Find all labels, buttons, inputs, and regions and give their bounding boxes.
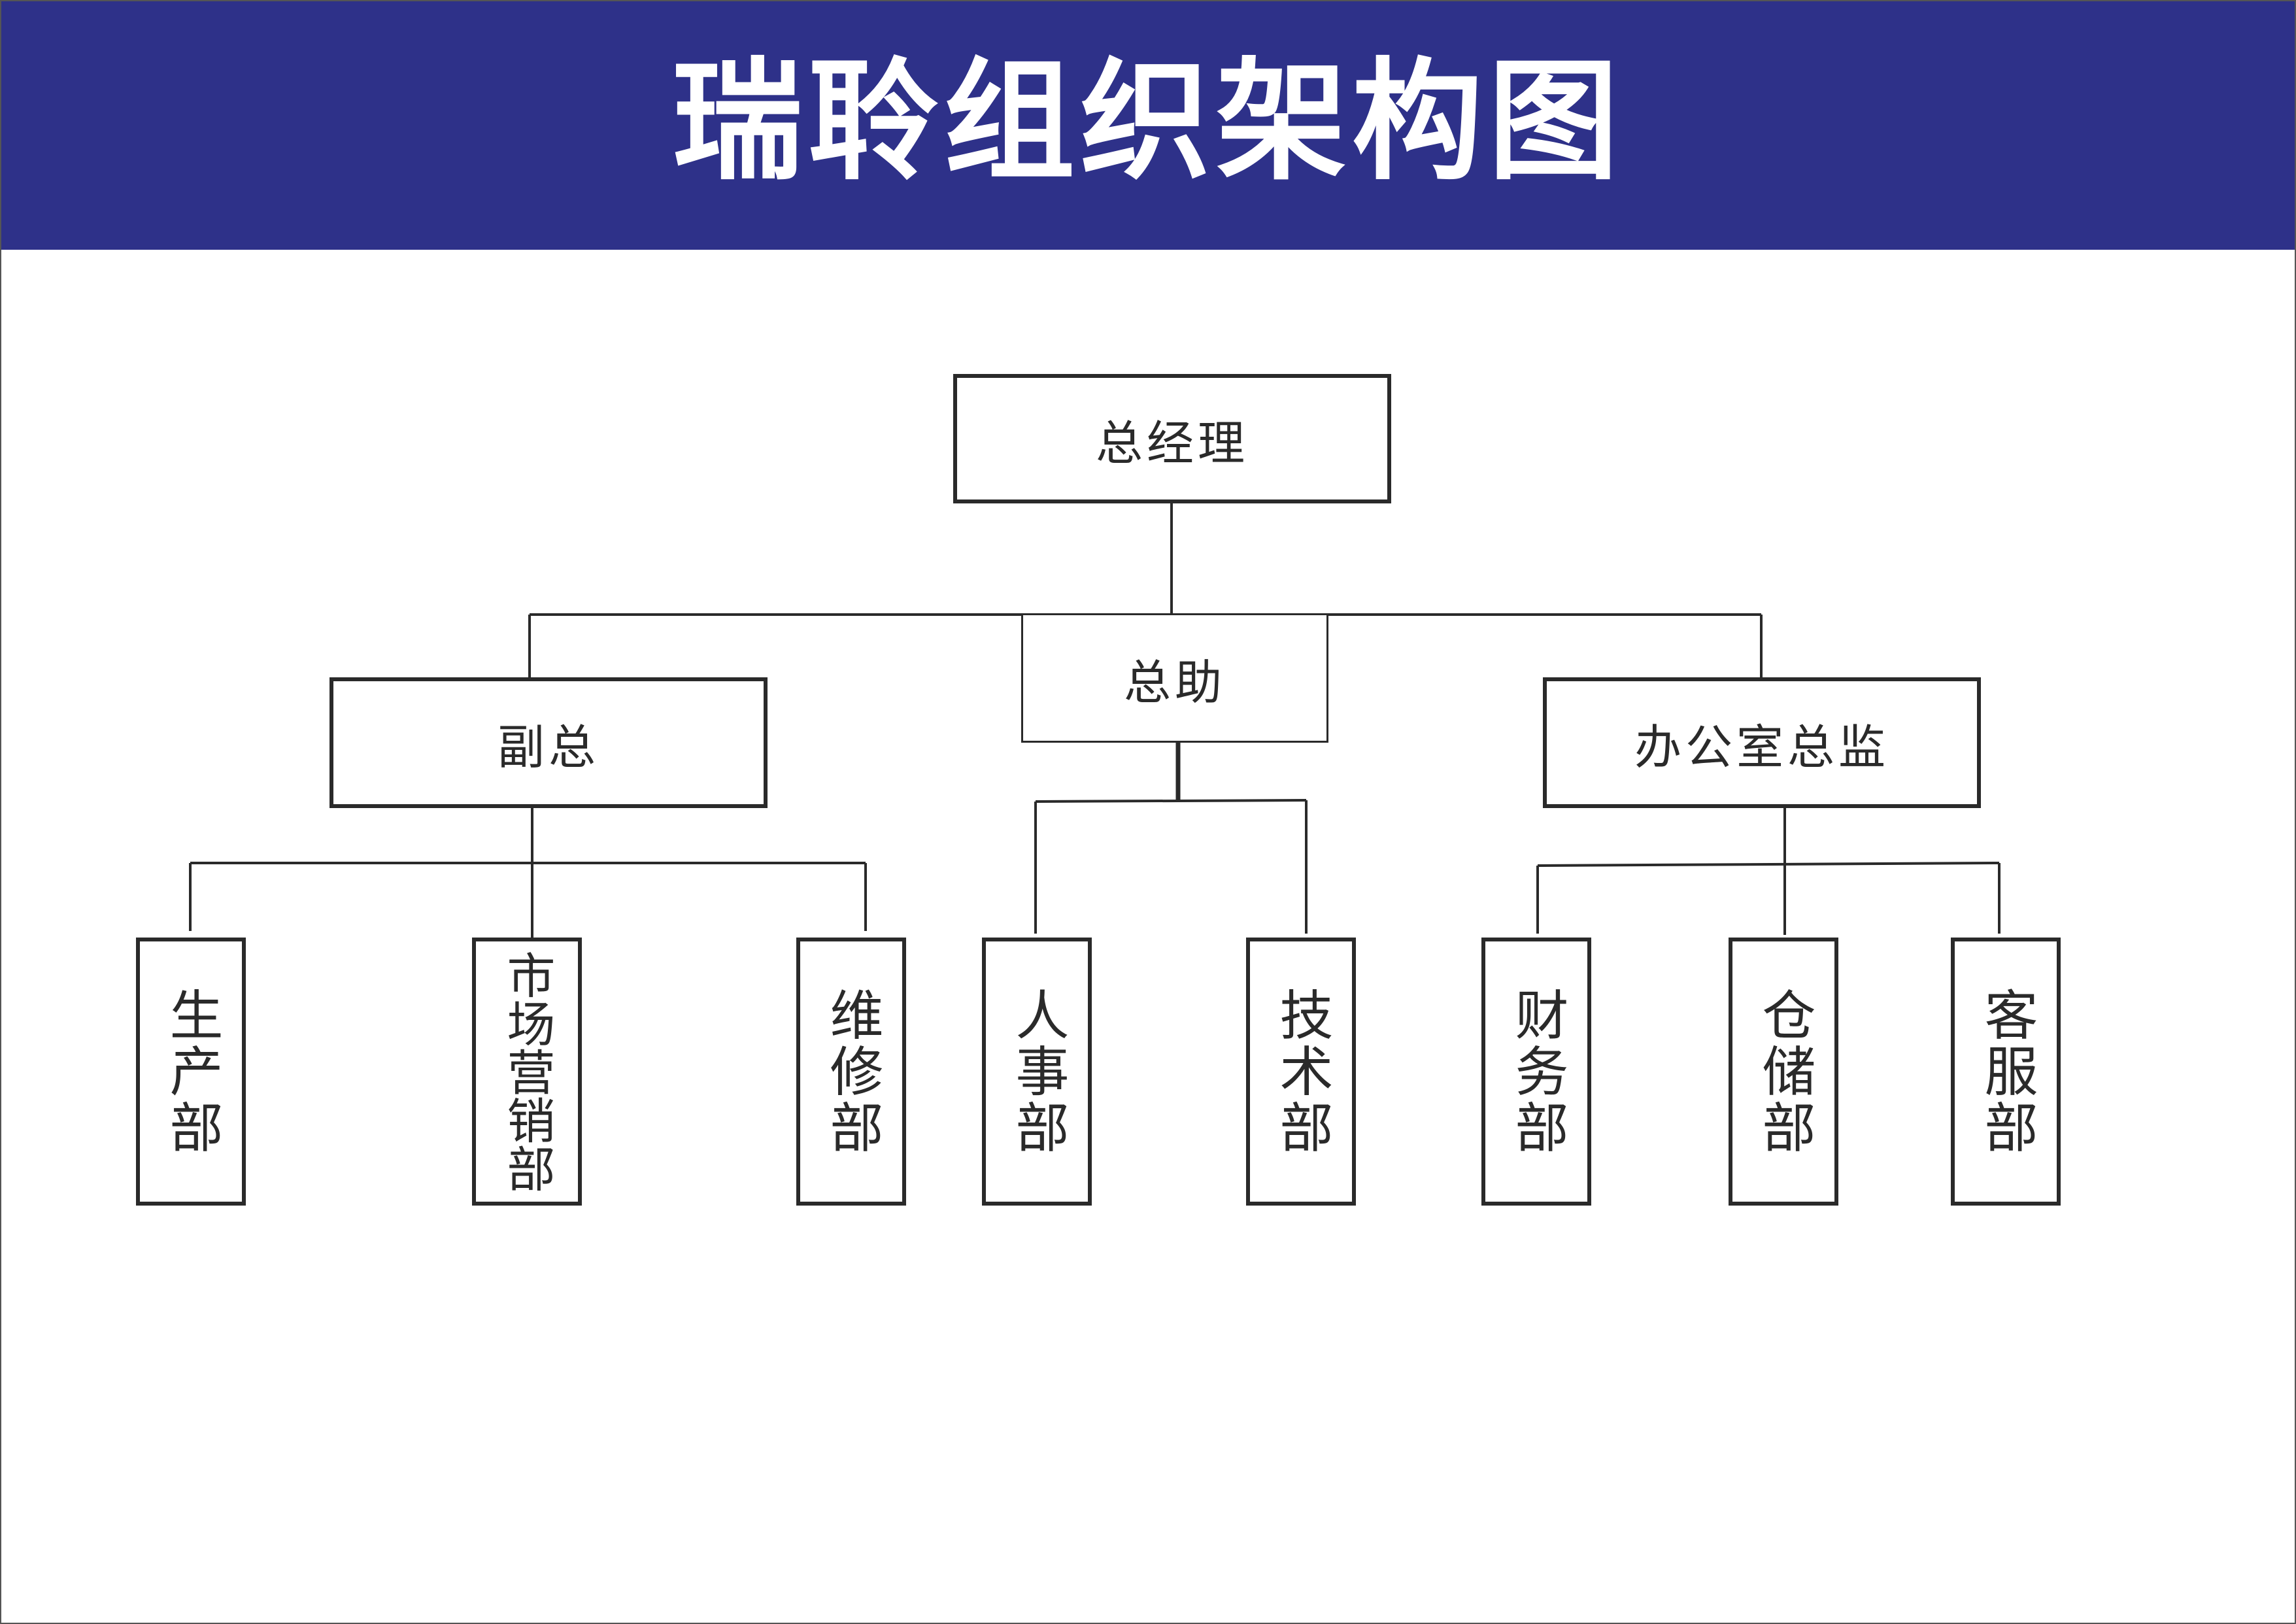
connector-asst-bar (1035, 799, 1307, 803)
node-dept-hr: 人事部 (982, 938, 1092, 1206)
node-dept-storage: 仓储部 (1729, 938, 1838, 1206)
node-label: 总助 (1123, 654, 1226, 710)
page-title: 瑞聆组织架构图 (671, 46, 1624, 198)
title-banner: 瑞聆组织架构图 (1, 1, 2295, 250)
node-dept-finance: 财务部 (1481, 938, 1591, 1206)
node-dept-repair: 维修部 (796, 938, 906, 1206)
node-assistant-gm: 总助 (1021, 613, 1328, 743)
node-label: 总经理 (1095, 415, 1249, 471)
connector-dir-bar (1537, 862, 2000, 867)
node-label: 办公室总监 (1634, 719, 1889, 775)
node-label: 维修部 (820, 987, 883, 1156)
node-dept-tech: 技术部 (1246, 938, 1356, 1206)
node-label: 仓储部 (1753, 987, 1815, 1156)
node-vice-president: 副总 (329, 677, 768, 808)
node-label: 人事部 (1006, 987, 1068, 1156)
node-office-director: 办公室总监 (1543, 677, 1981, 808)
node-dept-production: 生产部 (136, 938, 246, 1206)
node-general-manager: 总经理 (953, 374, 1391, 503)
node-label: 财务部 (1506, 987, 1568, 1156)
node-label: 副总 (497, 719, 599, 775)
node-dept-marketing: 市场营销部 (472, 938, 582, 1206)
node-label: 生产部 (160, 987, 222, 1156)
node-label: 客服部 (1975, 987, 2037, 1156)
node-label: 市场营销部 (499, 951, 555, 1193)
node-label: 技术部 (1270, 987, 1332, 1156)
node-dept-customer-service: 客服部 (1951, 938, 2061, 1206)
